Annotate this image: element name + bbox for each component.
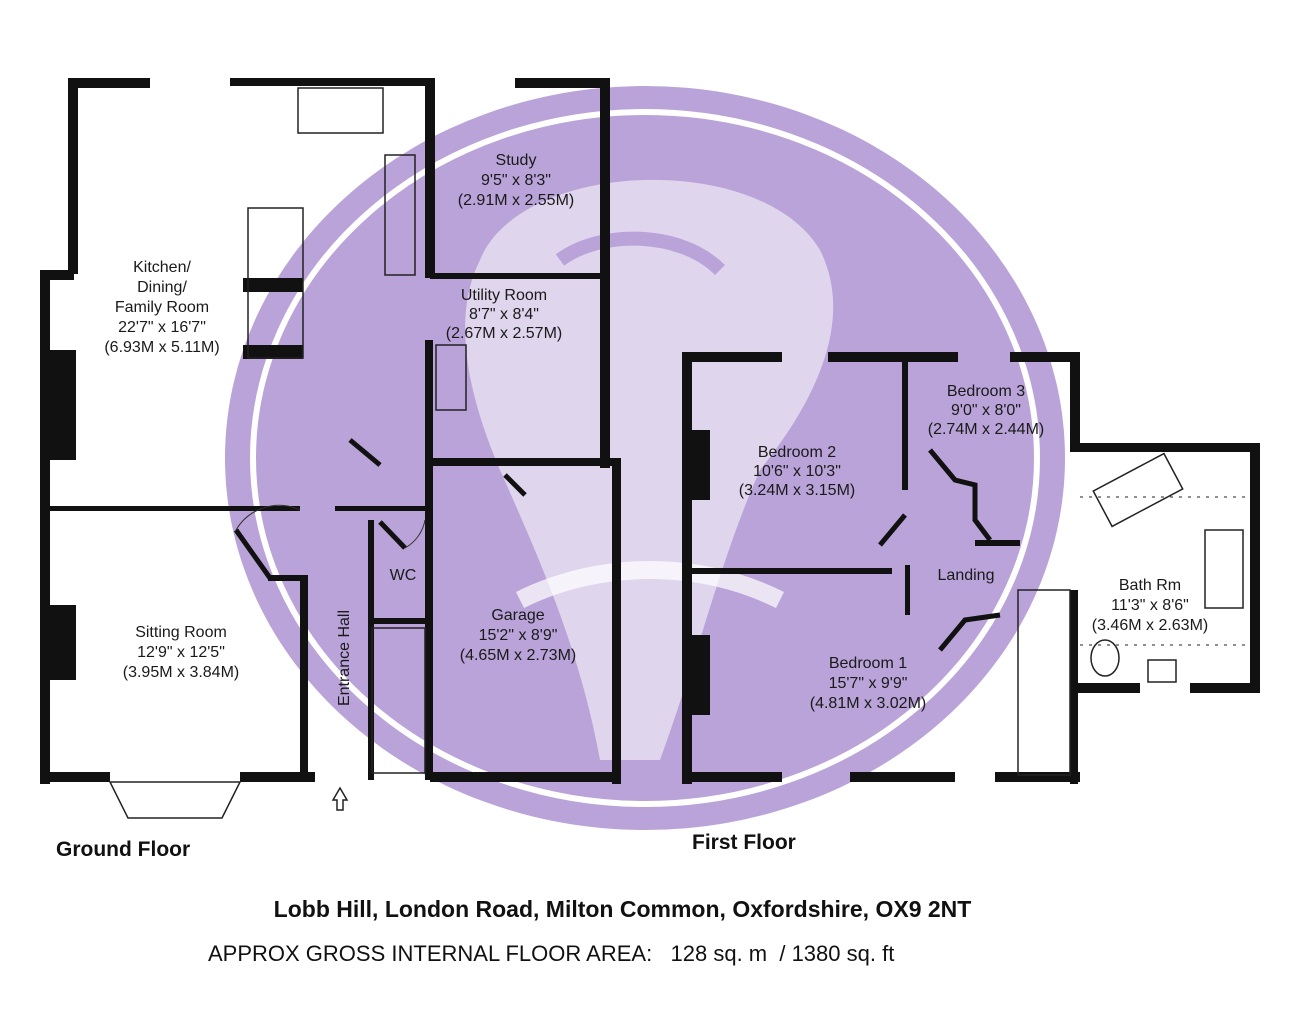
ground-floor-label: Ground Floor: [56, 838, 191, 861]
bathroom-dimensions-metric: (3.46M x 2.63M): [1092, 617, 1208, 634]
bedroom3-name: Bedroom 3: [947, 383, 1025, 400]
bedroom1-dimensions-imperial: 15'7" x 9'9": [829, 675, 908, 692]
bedroom3-dimensions-metric: (2.74M x 2.44M): [928, 421, 1044, 438]
utility-dimensions-imperial: 8'7" x 8'4": [469, 306, 539, 323]
sitting-room-dimensions-metric: (3.95M x 3.84M): [123, 664, 239, 681]
bedroom3-dimensions-imperial: 9'0" x 8'0": [951, 402, 1021, 419]
entrance-hall-name: Entrance Hall: [336, 610, 353, 706]
bedroom1-dimensions-metric: (4.81M x 3.02M): [810, 695, 926, 712]
entrance-arrow-icon: [331, 786, 349, 811]
kitchen-dimensions-imperial: 22'7" x 16'7": [118, 319, 206, 336]
ground-floor-walls: [40, 78, 621, 819]
study-dimensions-imperial: 9'5" x 8'3": [481, 172, 551, 189]
study-dimensions-metric: (2.91M x 2.55M): [458, 192, 574, 209]
first-floor-walls: [682, 352, 1260, 784]
kitchen-name-line2: Dining/: [137, 279, 187, 296]
garage-name: Garage: [491, 607, 544, 624]
kitchen-name-line1: Kitchen/: [133, 259, 191, 276]
floor-area: APPROX GROSS INTERNAL FLOOR AREA: 128 sq…: [208, 941, 895, 966]
bedroom2-dimensions-imperial: 10'6" x 10'3": [753, 463, 841, 480]
study-name: Study: [496, 152, 537, 169]
garage-dimensions-metric: (4.65M x 2.73M): [460, 647, 576, 664]
property-address: Lobb Hill, London Road, Milton Common, O…: [273, 896, 972, 922]
bedroom2-dimensions-metric: (3.24M x 3.15M): [739, 482, 855, 499]
kitchen-dimensions-metric: (6.93M x 5.11M): [104, 339, 219, 356]
bathroom-dimensions-imperial: 11'3" x 8'6": [1111, 597, 1189, 614]
bathroom-name: Bath Rm: [1119, 577, 1181, 594]
wc-name: WC: [390, 567, 417, 584]
bedroom2-name: Bedroom 2: [758, 444, 836, 461]
landing-name: Landing: [938, 567, 995, 584]
sitting-room-dimensions-imperial: 12'9" x 12'5": [137, 644, 225, 661]
utility-dimensions-metric: (2.67M x 2.57M): [446, 325, 562, 342]
garage-dimensions-imperial: 15'2" x 8'9": [479, 627, 558, 644]
kitchen-name-line3: Family Room: [115, 299, 209, 316]
bedroom1-name: Bedroom 1: [829, 655, 907, 672]
utility-name: Utility Room: [461, 287, 547, 304]
sitting-room-name: Sitting Room: [135, 624, 227, 641]
first-floor-label: First Floor: [692, 831, 796, 854]
